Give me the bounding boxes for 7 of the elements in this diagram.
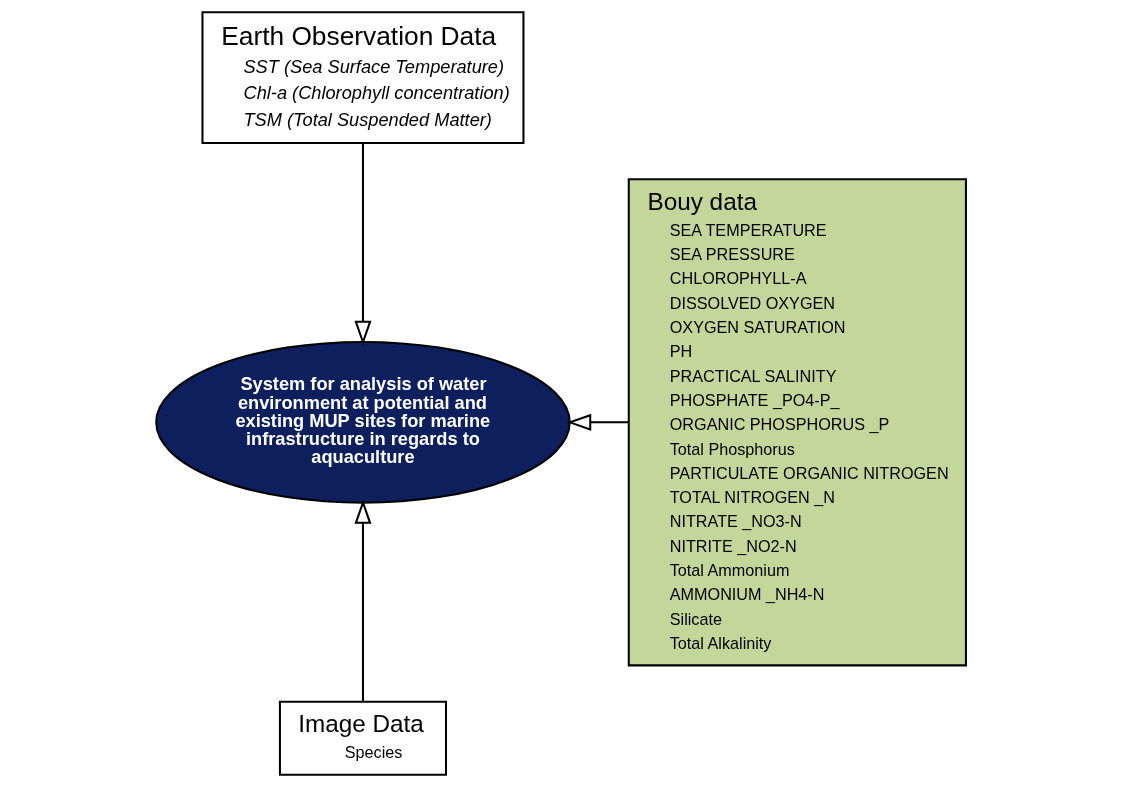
node-box: Earth Observation Data SST (Sea Surface Temperature) Chl-a (Chlorophyll concentration) TSM (Total Suspended Matter) — [200, 11, 524, 144]
node-box: Bouy data SEA TEMPERATURE SEA PRESSURE CHLOROPHYLL-A DISSOLVED OXYGEN OXYGEN SATURATION PH PRACTICAL SALINITY PHOSPHATE _PO4-P_ ORGANIC PHOSPHORUS _P Total Phosphorus PARTICULATE ORGANIC NITROGEN TOTAL NITROGEN _N NITRATE _NO3-N NITRITE _NO2-N Total Ammonium AMMONIUM _NH4-N Silicate Total Alkalinity — [627, 178, 967, 667]
node-ellipse: System for analysis of water environment at potential and existing MUP sites for marine infrastructure in regards to aquaculture — [154, 340, 571, 504]
node-box: Image Data Species — [278, 700, 447, 776]
arrow — [353, 499, 371, 702]
arrow — [566, 413, 629, 431]
arrow — [353, 143, 371, 346]
